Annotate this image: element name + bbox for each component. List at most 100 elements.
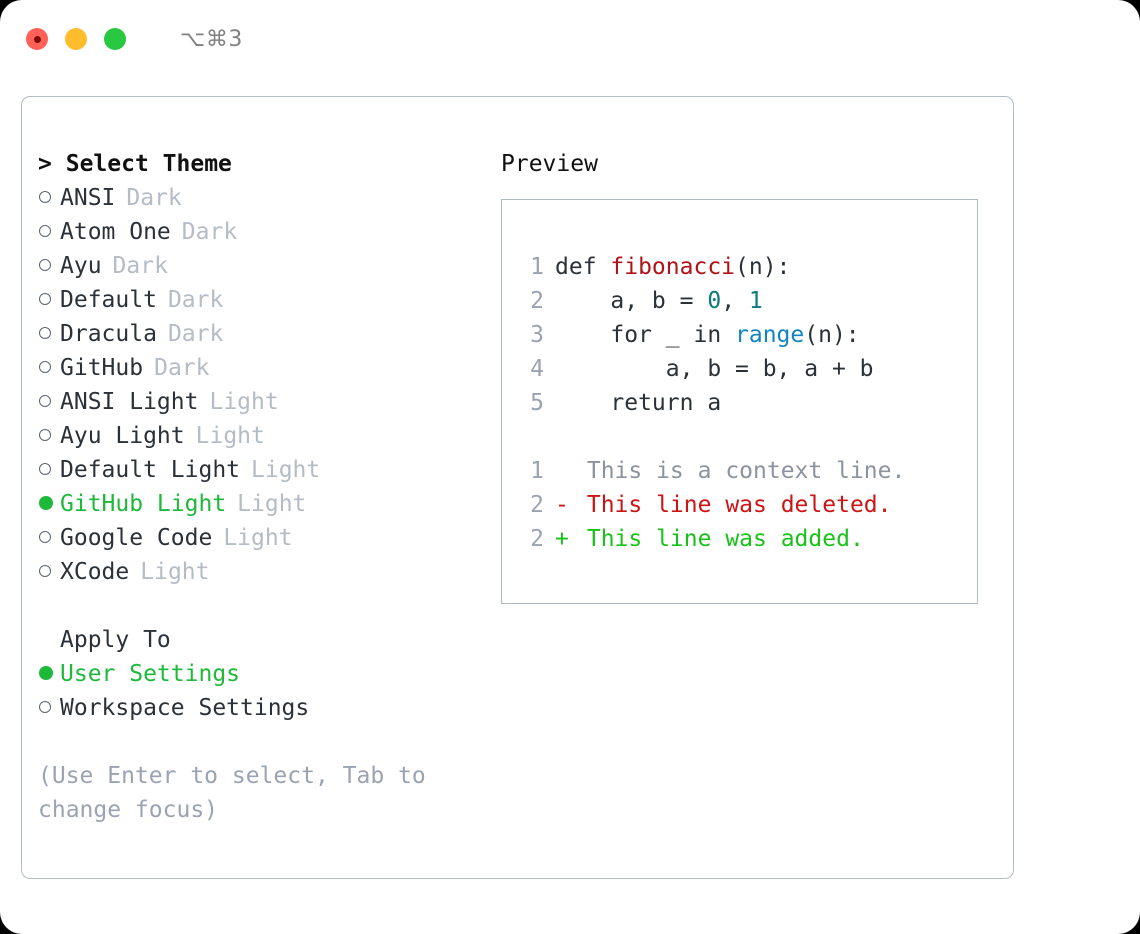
prompt-caret: > [38, 151, 52, 177]
code-token-plain: return a [555, 390, 722, 416]
theme-option-xcode[interactable]: XCode Light [38, 555, 478, 589]
radio-unselected-icon [38, 317, 60, 351]
code-line: 4 a, b = b, a + b [518, 352, 971, 386]
diff-line-number: 2 [530, 492, 544, 518]
title-bar: ⌥⌘3 [0, 0, 1140, 78]
code-line-content: for _ in range(n): [555, 318, 860, 352]
radio-unselected-icon [38, 453, 60, 487]
code-token-num: 0 [707, 288, 722, 314]
theme-option-label: Default [60, 287, 157, 313]
maximize-button[interactable] [104, 28, 126, 50]
apply-to-option-user-settings[interactable]: User Settings [38, 657, 478, 691]
theme-option-label: Dracula [60, 321, 157, 347]
radio-unselected-icon [38, 283, 60, 317]
diff-line-number: 2 [530, 526, 544, 552]
apply-to-option-label: Workspace Settings [60, 695, 310, 721]
apply-to-option-workspace-settings[interactable]: Workspace Settings [38, 691, 478, 725]
theme-option-label: XCode [60, 559, 130, 585]
diff-line-text: This line was added. [573, 526, 864, 552]
theme-option-github-light[interactable]: GitHub Light Light [38, 487, 478, 521]
apply-to-title: Apply To [60, 627, 171, 653]
code-line: 2 a, b = 0, 1 [518, 284, 971, 318]
theme-variant-tag: Light [140, 559, 210, 585]
diff-marker [555, 454, 573, 488]
theme-variant-tag: Light [223, 525, 293, 551]
diff-line-number: 1 [530, 458, 544, 484]
code-line: 5 return a [518, 386, 971, 420]
code-line-content: a, b = b, a + b [555, 352, 874, 386]
theme-option-label: Ayu [60, 253, 102, 279]
theme-option-dracula[interactable]: Dracula Dark [38, 317, 478, 351]
radio-unselected-icon [38, 385, 60, 419]
page-title-text: Select Theme [65, 151, 232, 177]
theme-option-ayu[interactable]: Ayu Dark [38, 249, 478, 283]
theme-option-label: ANSI Light [60, 389, 199, 415]
code-line-number: 2 [530, 288, 544, 314]
theme-option-label: GitHub Light [60, 491, 227, 517]
code-line-content: a, b = 0, 1 [555, 284, 763, 318]
theme-variant-tag: Dark [181, 219, 238, 245]
close-button[interactable] [26, 28, 48, 50]
code-line-number: 1 [530, 254, 544, 280]
theme-option-label: Atom One [60, 219, 171, 245]
minimize-button[interactable] [65, 28, 87, 50]
theme-option-label: Default Light [60, 457, 241, 483]
theme-option-label: Google Code [60, 525, 213, 551]
radio-unselected-icon [38, 555, 60, 589]
page-title: > Select Theme [38, 147, 478, 181]
radio-unselected-icon [38, 215, 60, 249]
theme-option-ansi-light[interactable]: ANSI Light Light [38, 385, 478, 419]
keyboard-hint-text: (Use Enter to select, Tab to change focu… [38, 763, 440, 823]
radio-selected-icon [38, 657, 60, 691]
diff-line-text: This is a context line. [573, 458, 906, 484]
apply-to-option-label: User Settings [60, 661, 241, 687]
code-token-plain: (n): [735, 254, 791, 280]
radio-unselected-icon [38, 351, 60, 385]
code-token-plain: (n): [804, 322, 860, 348]
theme-option-atom-one[interactable]: Atom One Dark [38, 215, 478, 249]
diff-line-deleted: 2- This line was deleted. [518, 488, 971, 522]
radio-unselected-icon [38, 419, 60, 453]
radio-unselected-icon [38, 691, 60, 725]
diff-marker: + [555, 526, 569, 552]
theme-variant-tag: Light [237, 491, 307, 517]
code-line-content: return a [555, 386, 721, 420]
theme-variant-tag: Dark [167, 321, 224, 347]
theme-option-default-light[interactable]: Default Light Light [38, 453, 478, 487]
code-token-fn: fibonacci [610, 254, 736, 280]
theme-option-label: GitHub [60, 355, 144, 381]
radio-unselected-icon [38, 181, 60, 215]
diff-sample: 1 This is a context line. 2- This line wa… [518, 454, 971, 556]
code-line: 1 def fibonacci(n): [518, 250, 971, 284]
diff-line-added: 2 + This line was added. [518, 522, 971, 556]
diff-line-text: This line was deleted. [573, 492, 892, 518]
theme-option-google-code[interactable]: Google Code Light [38, 521, 478, 555]
radio-unselected-icon [38, 249, 60, 283]
code-line-content: def fibonacci(n): [555, 250, 790, 284]
code-token-num: 1 [748, 288, 763, 314]
code-line-number: 3 [530, 322, 544, 348]
theme-variant-tag: Dark [112, 253, 168, 279]
diff-marker: - [555, 492, 569, 518]
window-controls [26, 28, 126, 50]
preview-label: Preview [501, 151, 598, 177]
code-line: 3 for _ in range(n): [518, 318, 971, 352]
theme-variant-tag: Dark [126, 185, 182, 211]
code-token-plain: for _ in [555, 322, 736, 348]
radio-unselected-icon [38, 521, 60, 555]
keyboard-shortcut-label: ⌥⌘3 [180, 26, 243, 52]
theme-variant-tag: Light [251, 457, 321, 483]
theme-variant-tag: Light [209, 389, 279, 415]
